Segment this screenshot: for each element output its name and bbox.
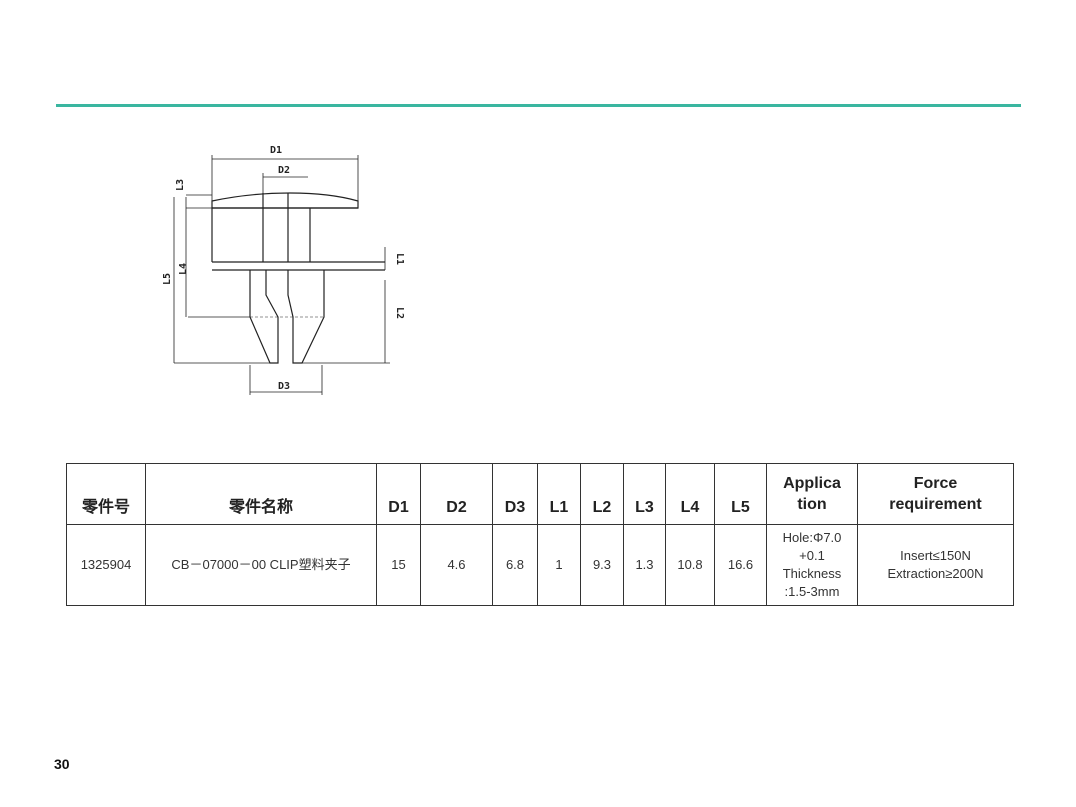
clip-technical-drawing: D1 D2 D3 L3 L4 L5 L1 L2 [162,145,405,395]
application-line: +0.1 [799,548,825,563]
cell-part-no: 1325904 [66,524,146,606]
header-application-line2: tion [797,496,827,513]
header-application-line1: Applica [783,475,841,492]
cell-d3: 6.8 [492,524,538,606]
header-l4: L4 [665,463,715,525]
cell-l4: 10.8 [665,524,715,606]
header-force-line1: Force [913,475,958,492]
header-force: Force requirement [857,463,1014,525]
header-d1: D1 [376,463,421,525]
header-l3: L3 [623,463,666,525]
force-line: Insert≤150N [900,548,971,563]
application-line: Thickness [782,566,842,581]
dim-label-l2: L2 [394,307,405,319]
cell-l5: 16.6 [714,524,767,606]
cell-d1: 15 [376,524,421,606]
cell-l1: 1 [537,524,581,606]
header-l2: L2 [580,463,624,525]
header-l5: L5 [714,463,767,525]
header-d2: D2 [420,463,493,525]
header-force-line2: requirement [889,496,982,513]
cell-d2: 4.6 [420,524,493,606]
cell-part-name: CB－07000－00 CLIP塑料夹子 [145,524,377,606]
header-part-no: 零件号 [66,463,146,525]
page-number: 30 [54,756,70,772]
dim-label-l5: L5 [162,273,173,285]
force-line: Extraction≥200N [887,566,984,581]
application-line: :1.5-3mm [784,584,840,599]
header-d3: D3 [492,463,538,525]
header-rule [56,104,1021,107]
header-l1: L1 [537,463,581,525]
table-row: 1325904 CB－07000－00 CLIP塑料夹子 15 4.6 6.8 … [66,524,1014,606]
cell-l3: 1.3 [623,524,666,606]
table-header-row: 零件号 零件名称 D1 D2 D3 L1 L2 L3 L4 L5 Applica… [66,463,1014,525]
dim-label-d3: D3 [278,381,290,392]
header-application: Applica tion [766,463,858,525]
dim-label-d2: D2 [278,165,290,176]
cell-l2: 9.3 [580,524,624,606]
dim-label-d1: D1 [270,145,282,156]
header-part-name: 零件名称 [145,463,377,525]
dim-label-l4: L4 [178,263,189,275]
spec-table: 零件号 零件名称 D1 D2 D3 L1 L2 L3 L4 L5 Applica… [66,463,1014,606]
dim-label-l3: L3 [175,179,186,191]
dim-label-l1: L1 [394,253,405,265]
cell-force: Insert≤150N Extraction≥200N [857,524,1014,606]
application-line: Hole:Φ7.0 [782,530,842,545]
cell-application: Hole:Φ7.0 +0.1 Thickness :1.5-3mm [766,524,858,606]
